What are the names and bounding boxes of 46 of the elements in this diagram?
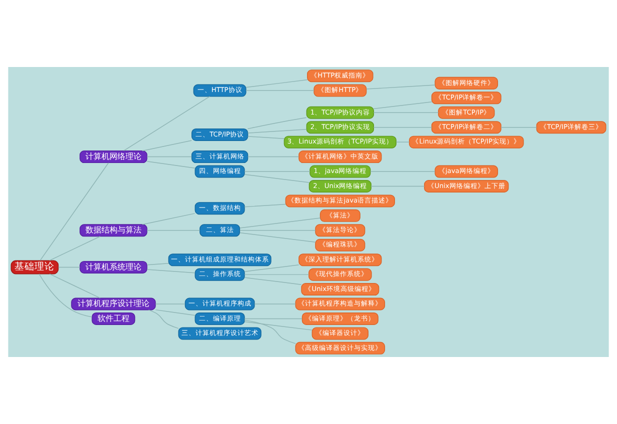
- connector: [146, 161, 196, 168]
- connector: [244, 171, 310, 172]
- connector: [500, 126, 537, 128]
- connector: [244, 321, 312, 330]
- connector: [373, 126, 432, 128]
- connector: [246, 79, 308, 88]
- connector: [244, 174, 310, 183]
- connector: [244, 277, 302, 285]
- connector: [247, 156, 300, 158]
- connector: [247, 129, 307, 134]
- connector: [247, 117, 307, 130]
- connector: [146, 263, 169, 266]
- node-box: 数据结构与算法: [80, 224, 148, 237]
- node-box: 计算机网络理论: [80, 150, 148, 164]
- connector: [124, 96, 210, 152]
- connector: [240, 230, 316, 231]
- connector: [247, 136, 284, 140]
- connector: [142, 140, 192, 152]
- connector: [366, 84, 436, 90]
- connector: [244, 274, 310, 275]
- node-box: 计算机程序设计理论: [71, 298, 156, 310]
- connector: [370, 171, 436, 172]
- connector: [148, 310, 179, 329]
- connector: [146, 230, 200, 231]
- connector: [244, 204, 286, 208]
- node-box: 计算机系统理论: [80, 260, 148, 274]
- connector: [142, 213, 196, 225]
- connector: [240, 232, 316, 242]
- connector: [373, 102, 432, 110]
- node-box: 软件工程: [92, 312, 136, 325]
- node-box: 基础理论: [10, 260, 59, 274]
- connector: [373, 112, 439, 113]
- connector: [38, 274, 92, 318]
- connector: [58, 266, 80, 268]
- connector: [240, 218, 321, 228]
- connector: [155, 309, 196, 316]
- connector: [49, 274, 101, 298]
- connector: [246, 90, 314, 91]
- connector: [146, 269, 196, 274]
- connector: [49, 236, 101, 261]
- connector: [40, 162, 109, 261]
- connector: [146, 156, 192, 158]
- connector: [370, 186, 425, 187]
- connector: [244, 320, 296, 344]
- connector: [244, 318, 302, 320]
- connector: [244, 264, 300, 272]
